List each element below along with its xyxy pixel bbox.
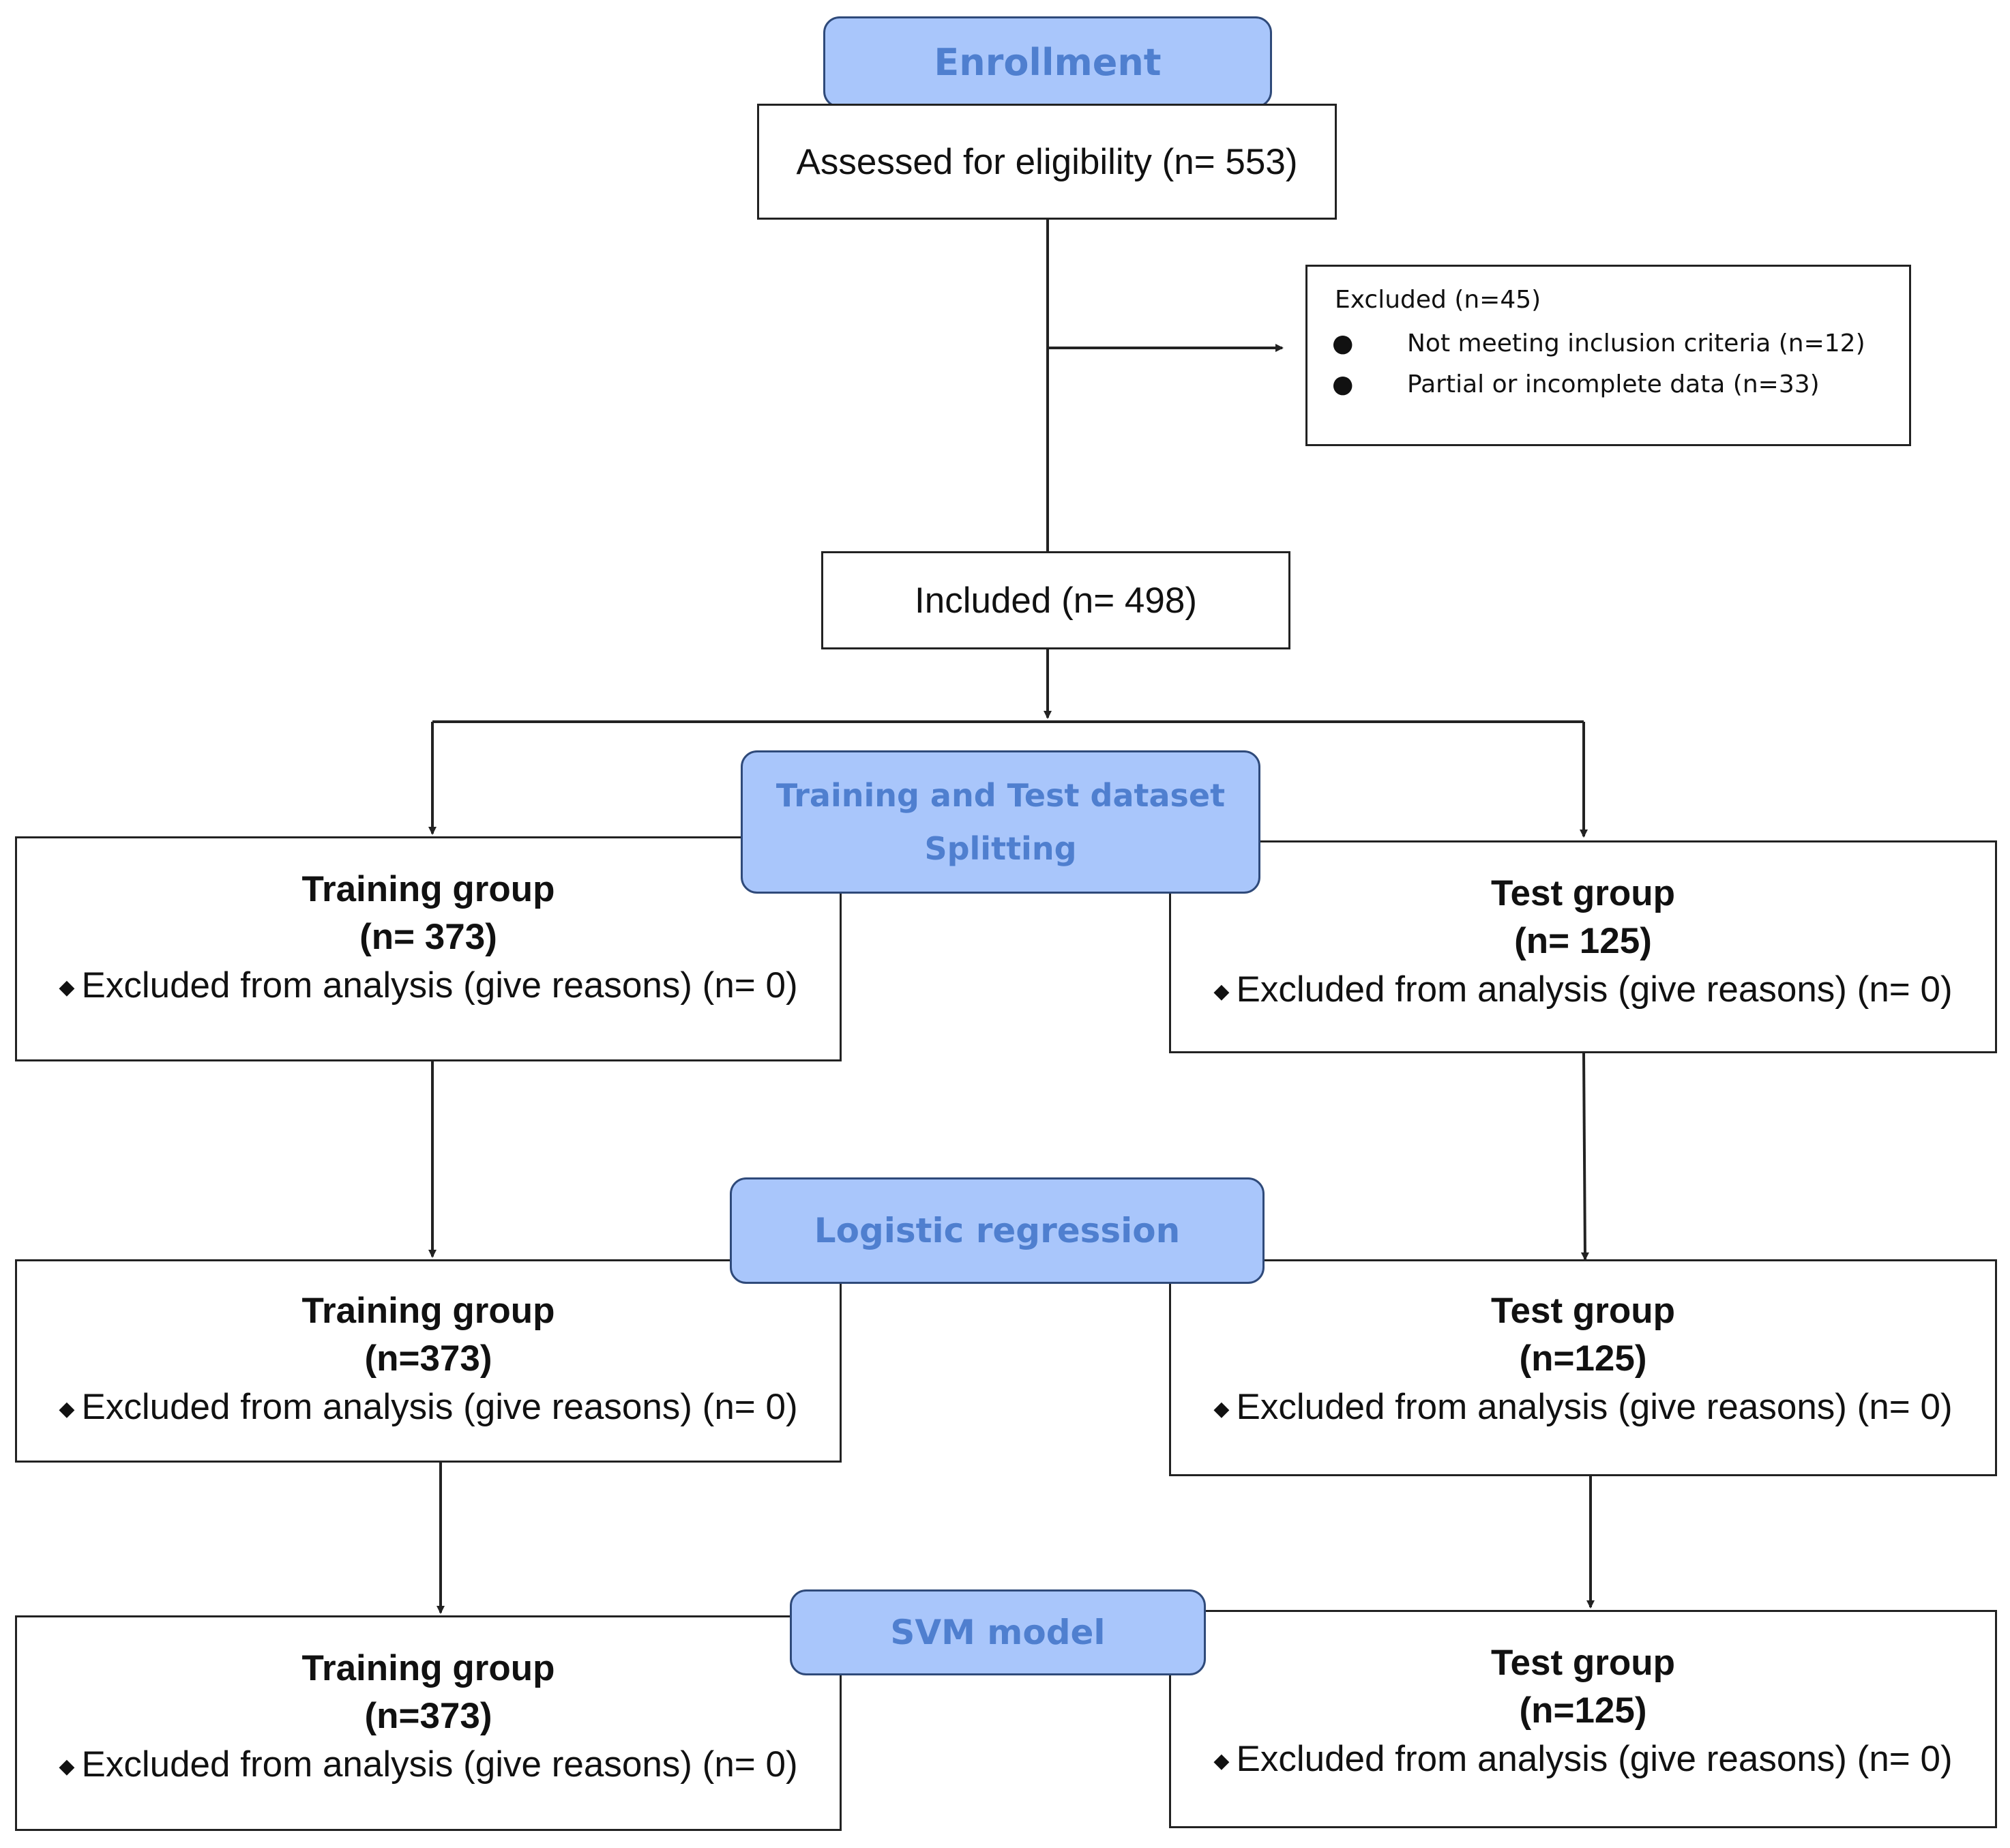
group-exclusion-text: Excluded from analysis (give reasons) (n… bbox=[1236, 1387, 1953, 1427]
test-group-split-box: Test group (n= 125) ◆ Excluded from analy… bbox=[1169, 840, 1997, 1053]
group-exclusion-text: Excluded from analysis (give reasons) (n… bbox=[1236, 969, 1953, 1010]
group-title: Training group bbox=[301, 1648, 555, 1688]
training-group-svm-box: Training group (n=373) ◆ Excluded from an… bbox=[15, 1615, 842, 1831]
group-exclusion: ◆ Excluded from analysis (give reasons) (… bbox=[17, 1383, 840, 1434]
svm-text: SVM model bbox=[890, 1613, 1106, 1652]
group-exclusion: ◆ Excluded from analysis (give reasons) (… bbox=[17, 1740, 840, 1791]
group-exclusion: ◆ Excluded from analysis (give reasons) (… bbox=[17, 961, 840, 1012]
diamond-bullet-icon: ◆ bbox=[59, 976, 75, 999]
included-text: Included (n= 498) bbox=[915, 580, 1197, 621]
group-exclusion: ◆ Excluded from analysis (give reasons) (… bbox=[1171, 1735, 1995, 1786]
group-title: Test group bbox=[1491, 1291, 1675, 1331]
group-title: Training group bbox=[301, 1291, 555, 1331]
logistic-phase-label: Logistic regression bbox=[730, 1177, 1265, 1284]
group-count: (n=373) bbox=[364, 1338, 492, 1379]
assessed-box: Assessed for eligibility (n= 553) bbox=[757, 104, 1337, 220]
arrow-test-to-logistic bbox=[1580, 1053, 1589, 1261]
group-exclusion: ◆ Excluded from analysis (give reasons) (… bbox=[1171, 965, 1995, 1016]
excluded-title: Excluded (n=45) bbox=[1335, 286, 1541, 314]
included-box: Included (n= 498) bbox=[821, 551, 1290, 649]
enrollment-text: Enrollment bbox=[934, 40, 1162, 84]
training-group-split-box: Training group (n= 373) ◆ Excluded from a… bbox=[15, 836, 842, 1061]
enrollment-phase-label: Enrollment bbox=[823, 16, 1272, 108]
diamond-bullet-icon: ◆ bbox=[59, 1755, 75, 1778]
test-group-logistic-box: Test group (n=125) ◆ Excluded from analys… bbox=[1169, 1259, 1997, 1476]
excluded-box: Excluded (n=45) ● Not meeting inclusion c… bbox=[1305, 265, 1911, 446]
split-phase-label: Training and Test dataset Splitting bbox=[741, 750, 1260, 894]
group-count: (n=125) bbox=[1519, 1338, 1647, 1379]
group-title: Test group bbox=[1491, 873, 1675, 913]
group-exclusion-text: Excluded from analysis (give reasons) (n… bbox=[81, 1387, 798, 1427]
group-title: Test group bbox=[1491, 1643, 1675, 1683]
logistic-text: Logistic regression bbox=[814, 1211, 1181, 1250]
diamond-bullet-icon: ◆ bbox=[1213, 1398, 1230, 1420]
bullet-icon: ● bbox=[1332, 329, 1354, 357]
group-exclusion: ◆ Excluded from analysis (give reasons) (… bbox=[1171, 1383, 1995, 1434]
excluded-item-text: Not meeting inclusion criteria (n=12) bbox=[1407, 329, 1865, 357]
group-count: (n= 125) bbox=[1514, 921, 1652, 961]
bullet-icon: ● bbox=[1332, 370, 1354, 398]
excluded-item: ● Partial or incomplete data (n=33) bbox=[1332, 370, 1820, 398]
split-text: Training and Test dataset Splitting bbox=[775, 777, 1226, 867]
group-exclusion-text: Excluded from analysis (give reasons) (n… bbox=[81, 965, 798, 1006]
excluded-item: ● Not meeting inclusion criteria (n=12) bbox=[1332, 329, 1865, 357]
diamond-bullet-icon: ◆ bbox=[1213, 980, 1230, 1003]
training-group-logistic-box: Training group (n=373) ◆ Excluded from an… bbox=[15, 1259, 842, 1463]
group-count: (n=125) bbox=[1519, 1690, 1647, 1731]
diamond-bullet-icon: ◆ bbox=[59, 1398, 75, 1420]
group-title: Training group bbox=[301, 869, 555, 909]
excluded-item-text: Partial or incomplete data (n=33) bbox=[1407, 370, 1820, 398]
group-exclusion-text: Excluded from analysis (give reasons) (n… bbox=[1236, 1739, 1953, 1779]
assessed-text: Assessed for eligibility (n= 553) bbox=[796, 141, 1298, 182]
group-exclusion-text: Excluded from analysis (give reasons) (n… bbox=[81, 1744, 798, 1785]
group-count: (n=373) bbox=[364, 1696, 492, 1736]
svm-phase-label: SVM model bbox=[790, 1589, 1206, 1675]
diamond-bullet-icon: ◆ bbox=[1213, 1750, 1230, 1772]
group-count: (n= 373) bbox=[359, 917, 497, 957]
test-group-svm-box: Test group (n=125) ◆ Excluded from analys… bbox=[1169, 1610, 1997, 1828]
